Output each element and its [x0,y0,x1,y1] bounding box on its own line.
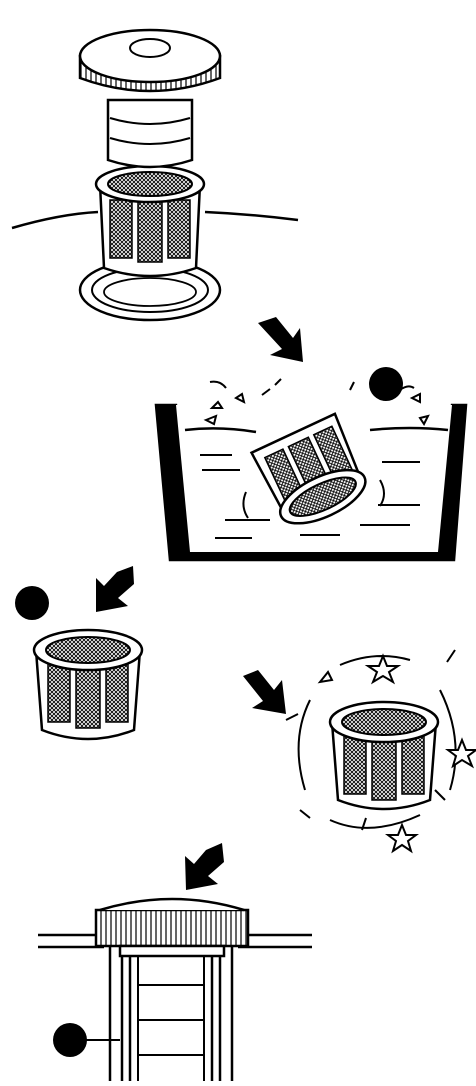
arrow-icon [96,566,134,612]
step-remove-filter [12,30,298,320]
filter-basket-installed [96,166,204,276]
bullet-marker-icon [53,1023,87,1057]
bullet-marker-icon [15,586,49,620]
filter-basket-clean [34,630,142,739]
filter-basket-sparkling [330,702,438,809]
step-clean-filter [286,650,476,851]
filter-knob [80,30,220,167]
arrow-icon [258,317,303,362]
step-reinstall-filter [38,899,312,1081]
filter-knob-installed [96,910,248,946]
step-rinse-filter [156,367,466,560]
step-dry-filter [15,586,142,739]
arrow-icon [243,670,286,714]
bullet-marker-icon [369,367,403,401]
star-sparkle-icon [448,740,476,766]
arrow-icon [185,843,224,890]
star-sparkle-icon [368,656,398,682]
star-sparkle-icon [388,825,416,851]
